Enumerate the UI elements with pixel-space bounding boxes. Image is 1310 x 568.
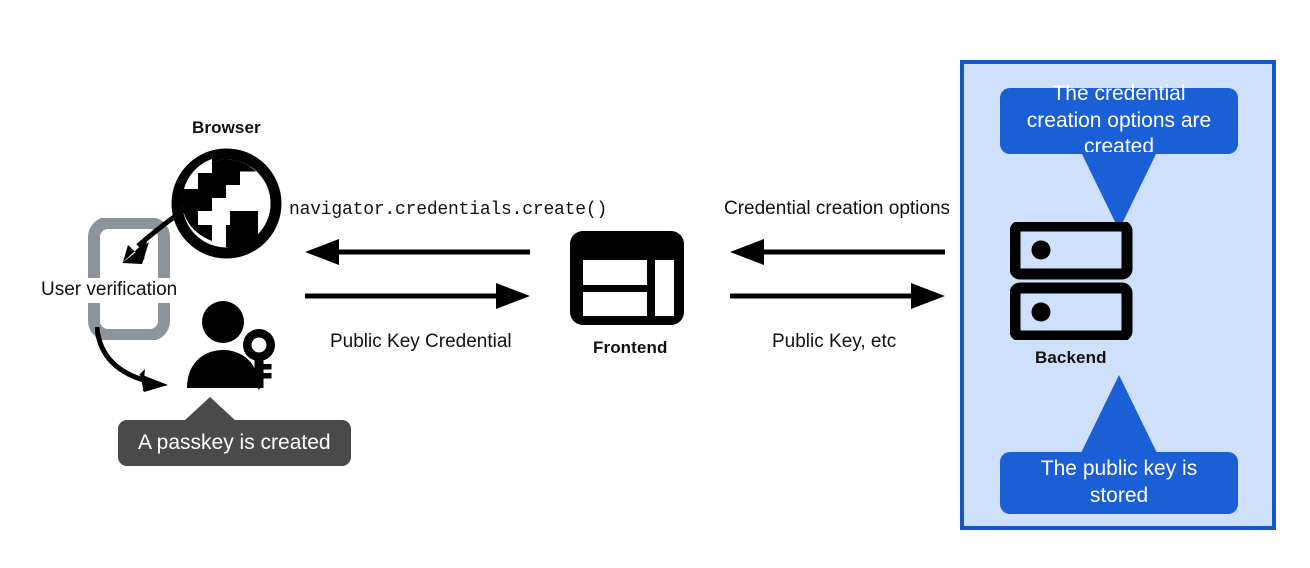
server-rack-icon [1009,220,1135,342]
backend-callout-top-tail [1081,152,1157,230]
arrow-phone-to-user [94,325,225,397]
arrow-browser-to-phone [95,180,225,280]
backend-label: Backend [1035,348,1107,367]
frontend-window-layout-icon [567,228,687,328]
globe-icon [168,145,285,262]
user-with-key-icon [185,300,285,390]
backend-callout-bottom-text: The public key is stored [1040,457,1198,507]
flow-right-top-label: Credential creation options [724,198,951,219]
backend-callout-top: The credential creation options are crea… [1000,82,1238,158]
flow-left-top-label: navigator.credentials.create() [289,200,608,220]
backend-callout-bottom: The public key is stored [1000,452,1238,514]
backend-callout-bottom-tail [1081,375,1157,453]
passkey-tooltip-tail [184,397,236,421]
backend-callout-top-text: The credential creation options are crea… [1026,81,1212,159]
arrow-frontend-to-backend [730,282,945,310]
flow-left-bottom-label: Public Key Credential [330,331,512,352]
browser-label: Browser [192,118,261,137]
user-verification-label: User verification [38,278,181,303]
flow-right-bottom-label: Public Key, etc [772,331,897,352]
arrow-browser-to-frontend [305,282,530,310]
passkey-tooltip: A passkey is created [118,420,351,466]
frontend-label: Frontend [593,338,668,357]
arrow-frontend-to-browser [305,238,530,266]
arrow-backend-to-frontend [730,238,945,266]
